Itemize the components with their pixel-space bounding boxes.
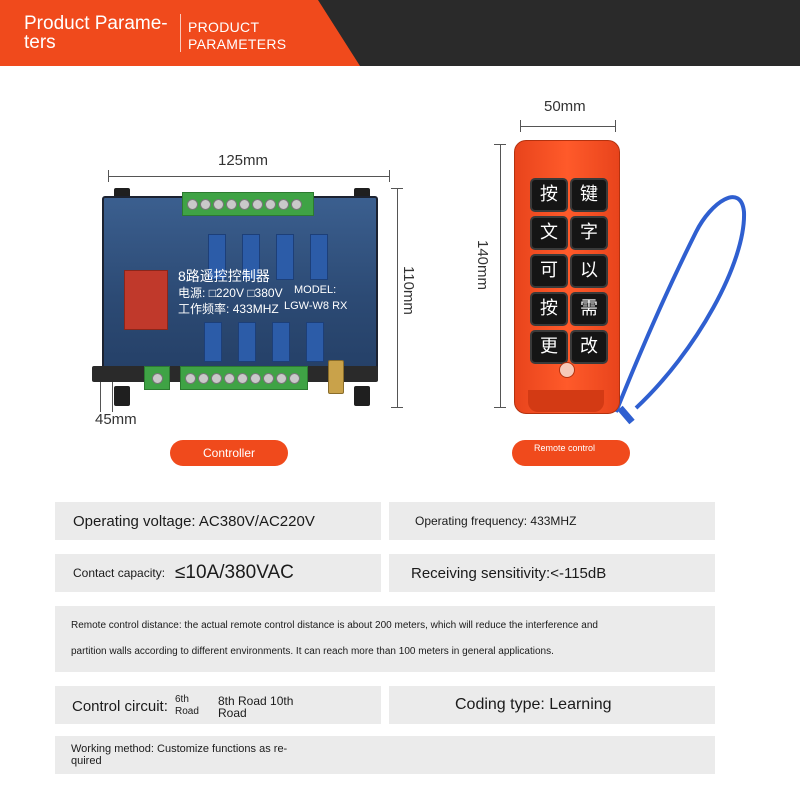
board-power-label: 电源: [178,286,206,300]
remote-width-dimension-line [520,126,616,127]
spec-coding-type: Coding type: Learning [389,686,715,724]
remote-key-10: 改 [570,330,608,364]
spec-control-circuit-8th-10th-road: Road [218,706,247,720]
controller-width-tick-right [389,170,390,182]
controller-width-label: 125mm [218,152,269,169]
spec-control-circuit-8th-10th: 8th Road 10th [218,694,294,708]
controller-width-tick-left [108,170,109,182]
controller-height-dimension-line [397,188,398,408]
controller-depth-label: 45mm [95,411,137,428]
board-power-option-220: □220V [208,286,244,300]
controller-height-label: 110mm [400,266,417,315]
controller-caption-text: Controller [202,446,256,460]
remote-width-label: 50mm [544,98,586,115]
board-power-line: 电源: □220V □380V [178,284,283,301]
board-model-label: MODEL: [294,284,337,296]
remote-strap [614,195,747,425]
remote-key-2: 键 [570,178,608,212]
terminal-block-power [144,366,170,390]
controller-caption: Controller [170,440,288,466]
controller-depth-tick-left [100,382,101,412]
relay-7 [272,322,290,362]
remote-key-5: 可 [530,254,568,288]
remote-key-9: 更 [530,330,568,364]
board-frequency-label: 工作频率: [178,302,230,316]
terminal-block-top [182,192,314,216]
antenna-connector [328,360,344,394]
terminal-block-bottom [180,366,308,390]
relay-8 [306,322,324,362]
mount-ear-bottom-right [354,386,370,406]
page-header: Product Parame- ters PRODUCT PARAMETERS [0,0,800,66]
remote-caption-text: Remote control [534,443,596,453]
spec-control-circuit: Control circuit: 6th Road 8th Road 10th … [55,686,381,724]
page-title-line-1: Product Parame- [24,13,168,34]
spec-operating-voltage-text: Operating voltage: AC380V/AC220V [73,513,315,530]
transformer [124,270,168,330]
relay-4 [310,234,328,280]
controller-depth-tick-right [112,382,113,412]
remote-key-3: 文 [530,216,568,250]
controller-board: 8路遥控控制器 电源: □220V □380V MODEL: 工作频率: 433… [102,192,378,382]
controller-height-tick-bottom [391,407,403,408]
spec-working-method-line-1: Working method: Customize functions as r… [71,743,288,755]
spec-control-circuit-6th: 6th [175,694,189,705]
spec-working-method: Working method: Customize functions as r… [55,736,715,774]
relay-6 [238,322,256,362]
board-title: 8路遥控控制器 [178,268,270,284]
remote-height-tick-bottom [494,407,506,408]
relay-2 [242,234,260,280]
board-frequency-line: 工作频率: 433MHZ [178,300,279,317]
spec-coding-type-text: Coding type: Learning [455,696,612,713]
page-title-line-2: ters [24,32,56,53]
controller-height-tick-top [391,188,403,189]
page-subtitle-line-1: PRODUCT [188,19,260,35]
page-subtitle-line-2: PARAMETERS [188,36,287,52]
spec-control-circuit-label: Control circuit: [72,698,168,715]
spec-operating-frequency: Operating frequency: 433MHZ [389,502,715,540]
remote-height-label: 140mm [474,240,491,291]
mount-ear-bottom-left [114,386,130,406]
spec-control-circuit-6th-road: Road [175,706,199,717]
remote-control-image: 按 键 文 字 可 以 按 需 更 改 [514,140,620,414]
relay-1 [208,234,226,280]
spec-remote-distance-line-2: partition walls according to different e… [71,646,554,657]
remote-height-tick-top [494,144,506,145]
spec-receiving-sensitivity: Receiving sensitivity:<-115dB [389,554,715,592]
spec-remote-distance: Remote control distance: the actual remo… [55,606,715,672]
remote-key-4: 字 [570,216,608,250]
spec-operating-frequency-text: Operating frequency: 433MHZ [415,514,577,528]
spec-contact-capacity: Contact capacity: ≤10A/380VAC [55,554,381,592]
controller-width-dimension-line [108,176,390,177]
remote-key-6: 以 [570,254,608,288]
relay-5 [204,322,222,362]
remote-height-dimension-line [500,144,501,408]
spec-contact-capacity-value: ≤10A/380VAC [175,562,294,583]
spec-receiving-sensitivity-text: Receiving sensitivity:<-115dB [411,565,607,582]
remote-key-7: 按 [530,292,568,326]
remote-key-8: 需 [570,292,608,326]
remote-led-indicator [559,362,575,378]
remote-caption: Remote control [512,440,630,466]
controller-image: 8路遥控控制器 电源: □220V □380V MODEL: 工作频率: 433… [92,188,382,410]
page-title: Product Parame- ters [24,14,180,52]
board-power-option-380: □380V [247,286,283,300]
remote-width-tick-left [520,120,521,132]
spec-remote-distance-line-1: Remote control distance: the actual remo… [71,620,598,631]
spec-contact-capacity-label: Contact capacity: [73,566,166,580]
board-model-value: LGW-W8 RX [284,300,348,312]
header-divider [180,14,181,52]
remote-width-tick-right [615,120,616,132]
remote-bottom-cap [528,390,604,412]
board-frequency-value: 433MHZ [232,302,279,316]
spec-operating-voltage: Operating voltage: AC380V/AC220V [55,502,381,540]
remote-key-1: 按 [530,178,568,212]
spec-working-method-line-2: quired [71,755,102,767]
relay-3 [276,234,294,280]
page-subtitle: PRODUCT PARAMETERS [188,19,298,53]
